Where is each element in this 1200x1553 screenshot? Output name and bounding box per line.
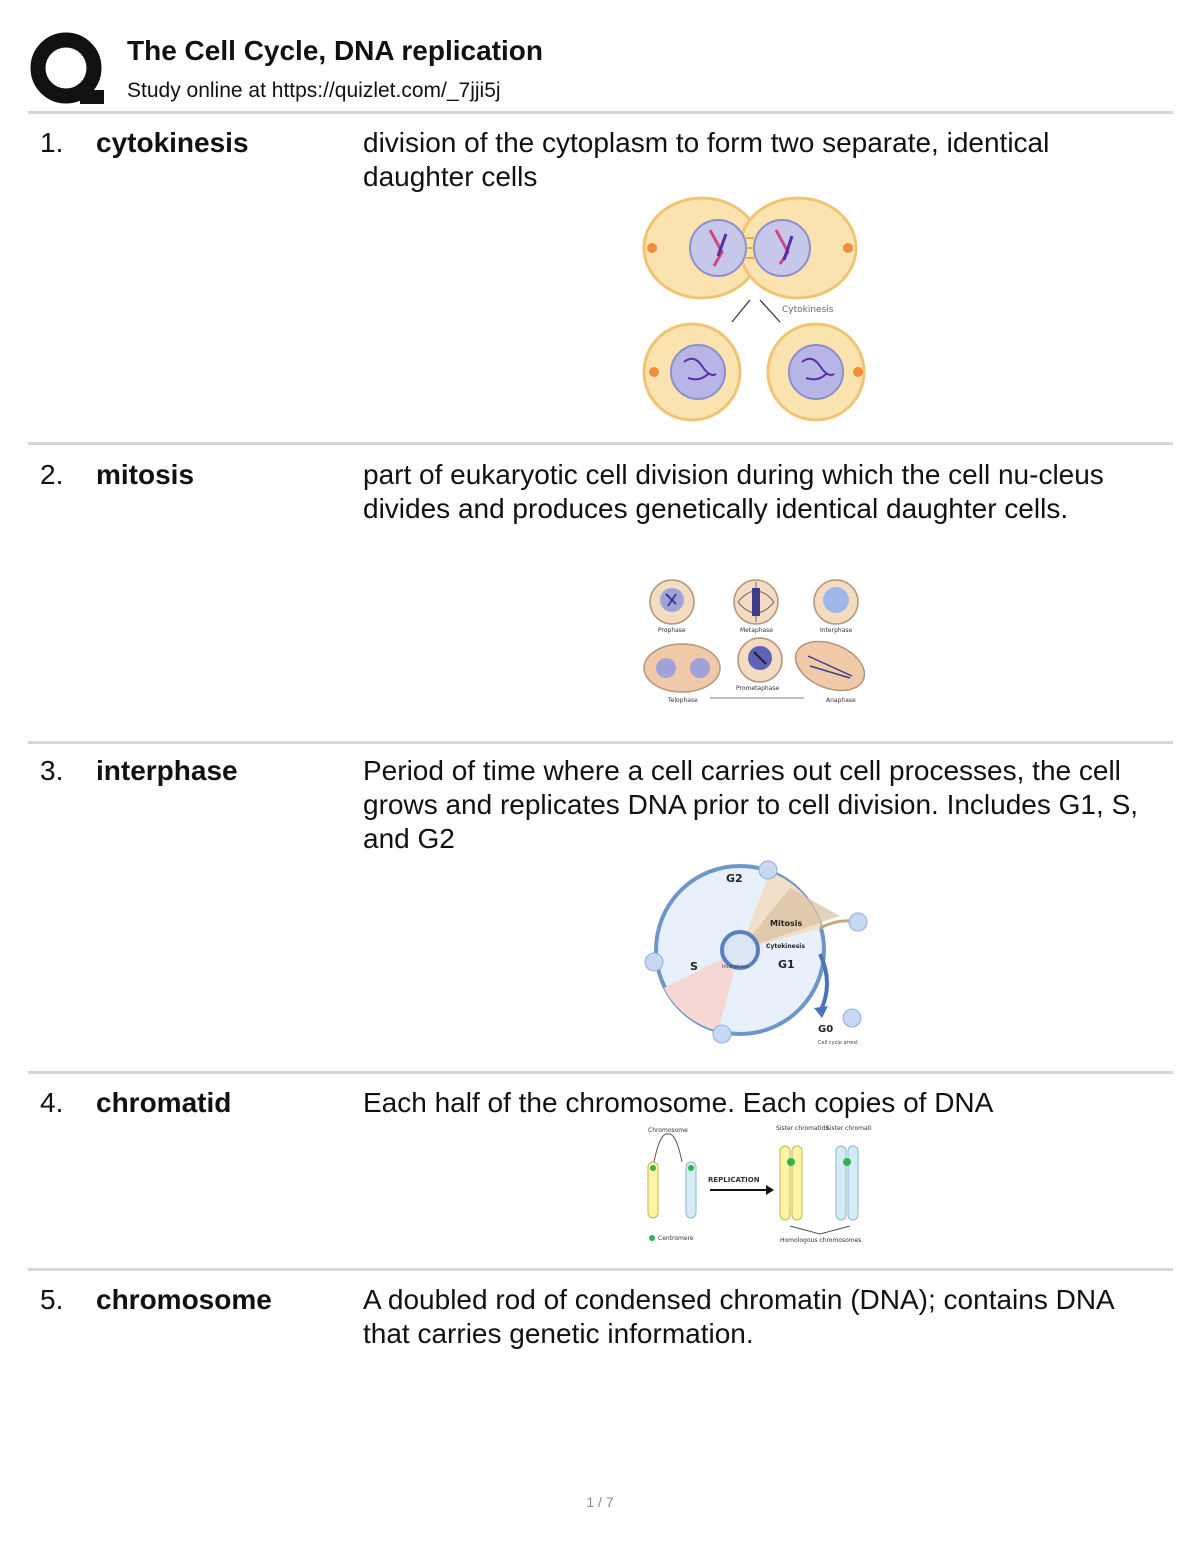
mitosis-phase-label: Mitosis: [770, 919, 803, 928]
g0-label: G0: [818, 1024, 833, 1035]
flashcard-row: 3. interphase Period of time where a cel…: [28, 754, 1173, 1054]
page-title: The Cell Cycle, DNA replication: [127, 35, 543, 66]
chromatid-figure: Chromosome REPLICATION Sister chromatids…: [640, 1122, 872, 1248]
s-label: S: [690, 960, 698, 973]
card-number: 5.: [40, 1284, 64, 1315]
header: The Cell Cycle, DNA replication Study on…: [30, 28, 1172, 112]
g1-label: G1: [778, 958, 795, 971]
card-definition: Period of time where a cell carries out …: [363, 755, 1139, 854]
card-number: 4.: [40, 1087, 64, 1118]
mitosis-figure: Prophase Metaphase Interphase Telophase …: [640, 576, 872, 710]
card-number: 3.: [40, 755, 64, 786]
flashcard-row: 1. cytokinesis division of the cytoplasm…: [28, 126, 1173, 436]
chromosome-label: Chromosome: [648, 1127, 688, 1134]
cytokinesis-figure: Cytokinesis: [640, 194, 872, 426]
card-term: mitosis: [96, 459, 195, 490]
telophase-label: Telophase: [667, 697, 698, 704]
cytokinesis-label: Cytokinesis: [782, 305, 834, 315]
card-definition: division of the cytoplasm to form two se…: [363, 127, 1050, 192]
quizlet-logo-icon: [30, 32, 104, 104]
card-number: 1.: [40, 127, 64, 158]
divider: [28, 1268, 1173, 1271]
interphase-label: Interphase: [820, 627, 852, 634]
flashcard-row: 4. chromatid Each half of the chromosome…: [28, 1086, 1173, 1254]
centromere-label: Centromere: [658, 1235, 694, 1242]
page-indicator: 1 / 7: [586, 1494, 614, 1510]
cell-cycle-arrest-label: Cell cycle arrest: [818, 1040, 858, 1046]
card-number: 2.: [40, 459, 64, 490]
flashcard-row: 2. mitosis part of eukaryotic cell divis…: [28, 458, 1173, 728]
replication-label: REPLICATION: [708, 1176, 760, 1184]
divider: [28, 111, 1173, 114]
flashcard-row: 5. chromosome A doubled rod of condensed…: [28, 1283, 1173, 1403]
divider: [28, 741, 1173, 744]
card-term: chromosome: [96, 1284, 272, 1315]
card-definition: Each half of the chromosome. Each copies…: [363, 1087, 994, 1118]
homologous-chromosomes-label: Homologous chromosomes: [780, 1237, 861, 1244]
card-term: chromatid: [96, 1087, 232, 1118]
interphase-center-label: Interphase: [722, 964, 749, 970]
divider: [28, 442, 1173, 445]
sister-chromatids-label-2: Sister chromatids: [826, 1125, 872, 1132]
divider: [28, 1071, 1173, 1074]
card-term: interphase: [96, 755, 238, 786]
cytokinesis-phase-label: Cytokinesis: [766, 943, 805, 950]
prophase-label: Prophase: [658, 627, 686, 634]
anaphase-label: Anaphase: [826, 697, 856, 704]
g2-label: G2: [726, 872, 743, 885]
prometaphase-label: Prometaphase: [736, 685, 779, 692]
sister-chromatids-label-1: Sister chromatids: [776, 1125, 829, 1132]
metaphase-label: Metaphase: [740, 627, 773, 634]
card-definition: part of eukaryotic cell division during …: [363, 459, 1104, 524]
card-definition: A doubled rod of condensed chromatin (DN…: [363, 1284, 1114, 1349]
cell-cycle-figure: G2 S G1 G0 Mitosis Cytokinesis Interphas…: [640, 858, 874, 1052]
study-online-link[interactable]: Study online at https://quizlet.com/_7jj…: [127, 79, 501, 102]
card-term: cytokinesis: [96, 127, 249, 158]
